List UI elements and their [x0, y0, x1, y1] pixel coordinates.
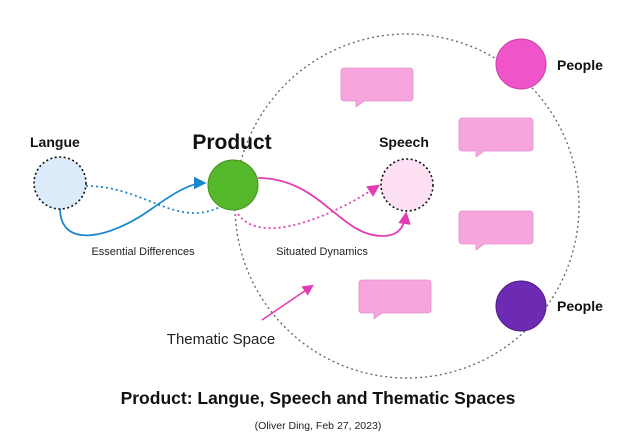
situated-dynamics-label: Situated Dynamics [276, 246, 368, 258]
thematic-space-pointer-arrow [261, 284, 314, 321]
speech-node [380, 158, 434, 212]
product-to-speech-dotted-arrow [237, 184, 381, 229]
people-bottom-label: People [557, 298, 603, 314]
thematic-space-label: Thematic Space [167, 331, 275, 348]
speech-label: Speech [379, 134, 429, 150]
people-top-label: People [557, 57, 603, 73]
speech-bubble-icon [458, 210, 534, 251]
speech-bubble-icon [358, 279, 432, 320]
langue-to-product-solid-arrow [59, 176, 207, 237]
people-bottom-node [495, 280, 547, 332]
speech-bubble-icon [458, 117, 534, 158]
speech-bubble-icon [340, 67, 414, 108]
product-to-speech-solid-arrow [257, 177, 411, 237]
diagram-title: Product: Langue, Speech and Thematic Spa… [121, 388, 516, 408]
people-top-node [495, 38, 547, 90]
product-label: Product [192, 131, 271, 154]
essential-differences-label: Essential Differences [91, 246, 195, 258]
diagram-credit: (Oliver Ding, Feb 27, 2023) [255, 420, 382, 432]
product-node [207, 159, 259, 211]
langue-node [33, 156, 87, 210]
langue-to-product-dotted-arrow [85, 185, 233, 214]
langue-label: Langue [30, 134, 80, 150]
